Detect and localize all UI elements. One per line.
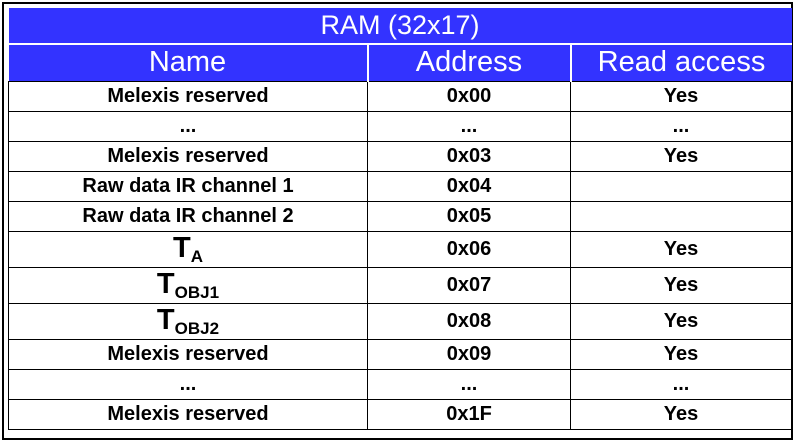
table-header-row: Name Address Read access [8, 44, 792, 81]
cell-name: Melexis reserved [8, 80, 368, 112]
table-row: Melexis reserved 0x00 Yes [8, 80, 792, 112]
table-row: Melexis reserved 0x1F Yes [8, 398, 792, 430]
cell-name: TA [8, 230, 368, 268]
table-row: Raw data IR channel 1 0x04 [8, 170, 792, 202]
ram-table: RAM (32x17) Name Address Read access Mel… [8, 8, 792, 430]
table-row: Melexis reserved 0x03 Yes [8, 140, 792, 172]
cell-read-access: Yes [570, 302, 792, 340]
cell-address: 0x00 [367, 80, 571, 112]
symbol-subscript: OBJ1 [174, 282, 220, 302]
cell-name: TOBJ1 [8, 266, 368, 304]
symbol-main: T [156, 267, 175, 300]
cell-read-access: Yes [570, 80, 792, 112]
cell-read-access: ... [570, 368, 792, 400]
cell-read-access: Yes [570, 266, 792, 304]
symbol-subscript: A [190, 246, 203, 266]
cell-address: 0x08 [367, 302, 571, 340]
column-header-read-access: Read access [569, 44, 792, 81]
cell-address: ... [367, 110, 571, 142]
cell-read-access: Yes [570, 398, 792, 430]
table-row: TA 0x06 Yes [8, 230, 792, 268]
cell-address: ... [367, 368, 571, 400]
symbol-subscript: OBJ2 [174, 318, 220, 338]
cell-name: Raw data IR channel 2 [8, 200, 368, 232]
cell-address: 0x05 [367, 200, 571, 232]
table-row: ... ... ... [8, 110, 792, 142]
table-row: TOBJ1 0x07 Yes [8, 266, 792, 304]
table-row: TOBJ2 0x08 Yes [8, 302, 792, 340]
cell-name: ... [8, 368, 368, 400]
symbol-main: T [156, 303, 175, 336]
cell-read-access: Yes [570, 140, 792, 172]
cell-name: Raw data IR channel 1 [8, 170, 368, 202]
column-header-address: Address [366, 44, 571, 81]
table-row: Melexis reserved 0x09 Yes [8, 338, 792, 370]
cell-name: TOBJ2 [8, 302, 368, 340]
cell-read-access [570, 200, 792, 232]
table-row: Raw data IR channel 2 0x05 [8, 200, 792, 232]
cell-read-access [570, 170, 792, 202]
cell-address: 0x06 [367, 230, 571, 268]
table-title: RAM (32x17) [8, 8, 792, 45]
cell-name: Melexis reserved [8, 338, 368, 370]
cell-read-access: Yes [570, 338, 792, 370]
cell-read-access: ... [570, 110, 792, 142]
cell-name: Melexis reserved [8, 398, 368, 430]
cell-address: 0x04 [367, 170, 571, 202]
symbol-main: T [173, 231, 191, 264]
cell-address: 0x07 [367, 266, 571, 304]
cell-address: 0x1F [367, 398, 571, 430]
cell-name: ... [8, 110, 368, 142]
cell-address: 0x09 [367, 338, 571, 370]
cell-name: Melexis reserved [8, 140, 368, 172]
column-header-name: Name [8, 44, 368, 81]
cell-address: 0x03 [367, 140, 571, 172]
cell-read-access: Yes [570, 230, 792, 268]
table-row: ... ... ... [8, 368, 792, 400]
table-title-row: RAM (32x17) [8, 8, 792, 45]
table-frame: RAM (32x17) Name Address Read access Mel… [2, 2, 793, 440]
